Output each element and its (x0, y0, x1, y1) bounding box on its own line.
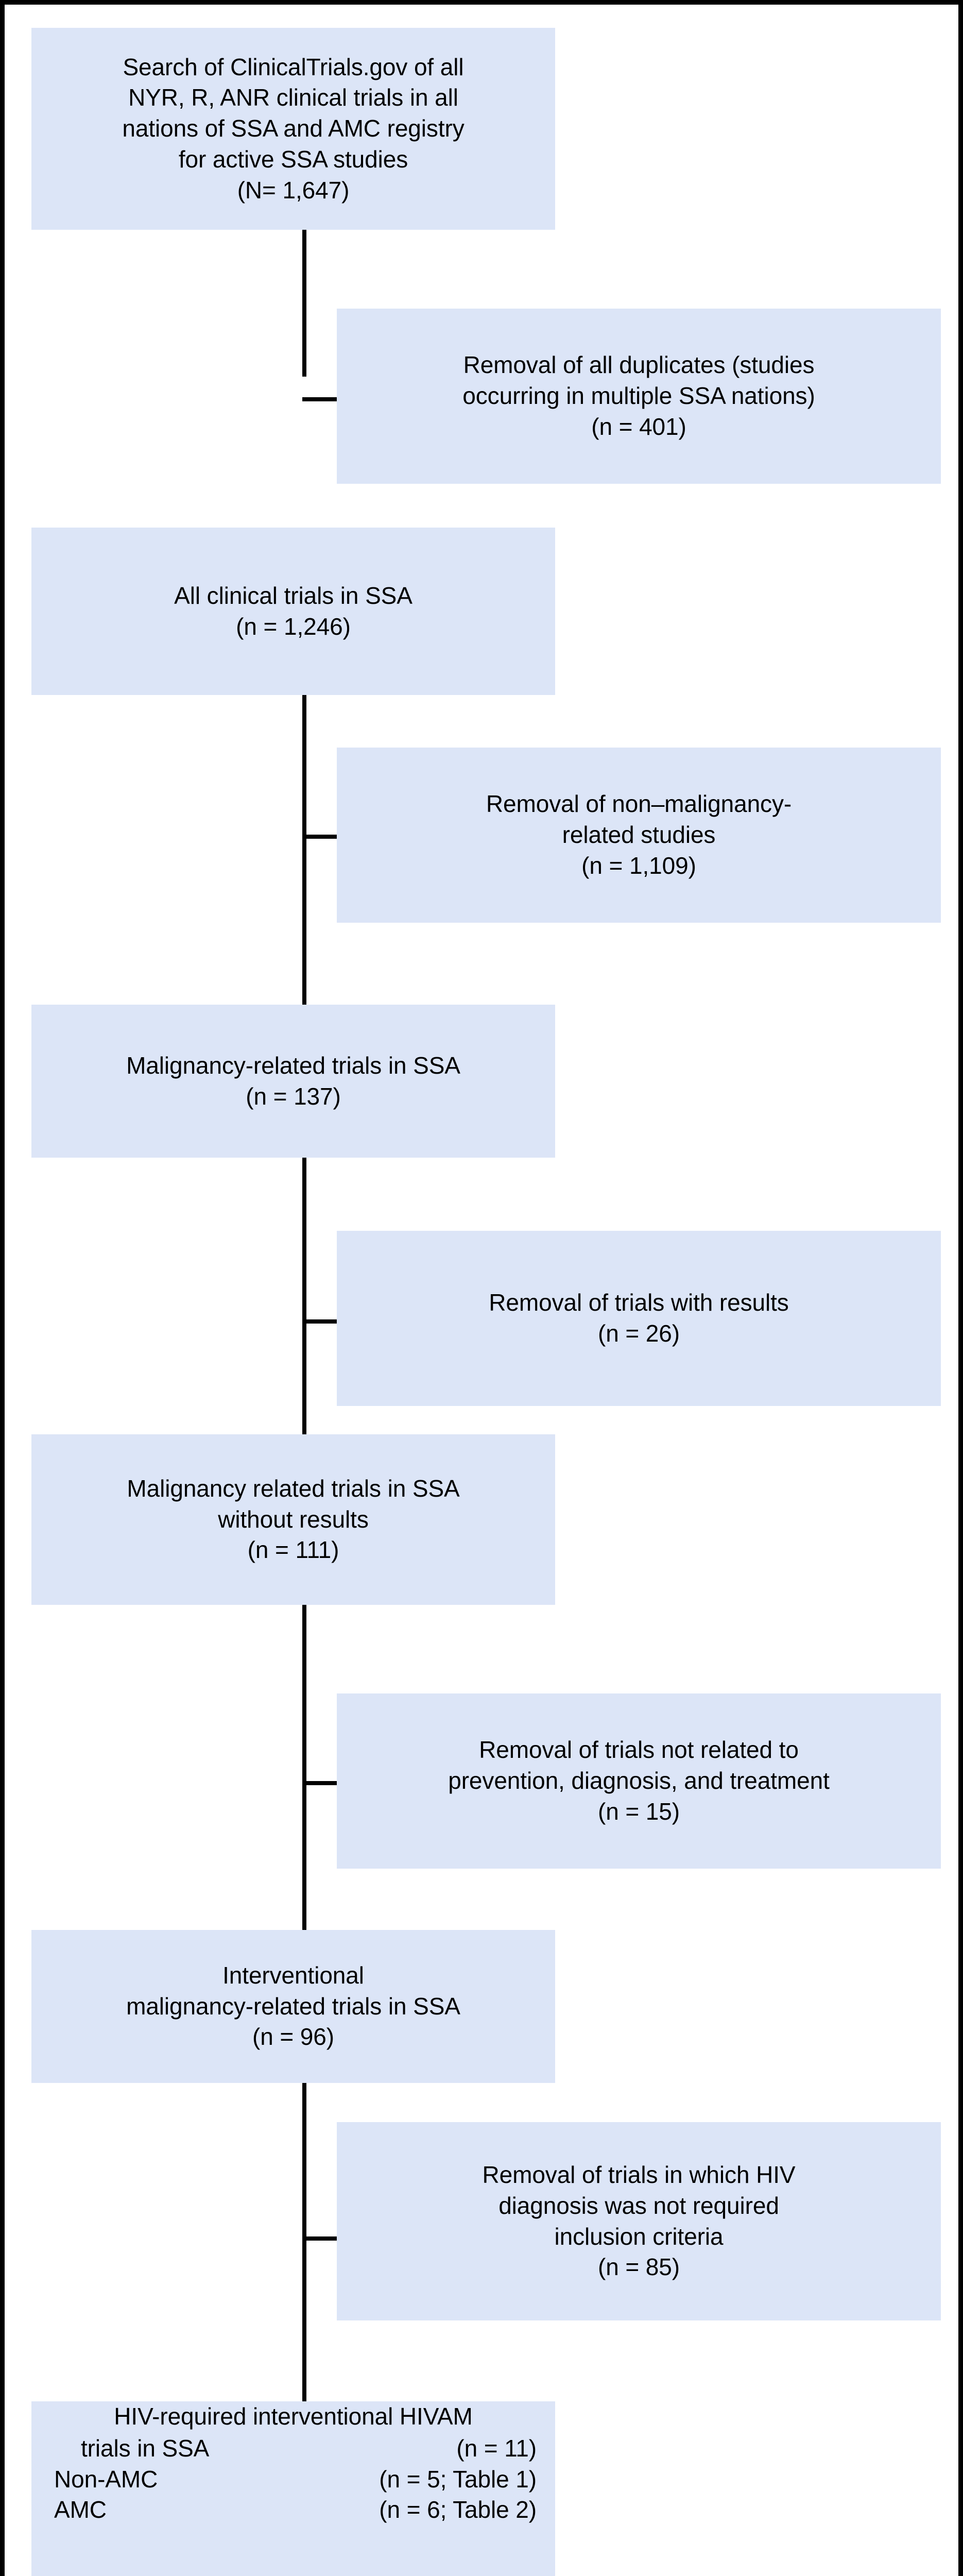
connector-no-results-to-interventional (302, 1605, 306, 1933)
node-removal-nonmalignancy-line-1: Removal of non–malignancy- (486, 790, 792, 818)
node-interventional-line-2: malignancy-related trials in SSA (126, 1992, 460, 2020)
node-removal-not-pdt-line-1: Removal of trials not related to (479, 1736, 799, 1764)
node-removal-duplicates: Removal of all duplicates (studies occur… (337, 309, 941, 484)
node-interventional-count: (n = 96) (252, 2023, 334, 2050)
node-malignancy-trials-line-1: Malignancy-related trials in SSA (126, 1052, 460, 1079)
node-final-row-trials-value: (n = 11) (456, 2434, 537, 2462)
connector-branch-removal-hiv (302, 2236, 338, 2241)
node-final-row-trials: trials in SSA (n = 11) (31, 2433, 555, 2464)
connector-branch-removal-with-results (302, 1319, 338, 1324)
node-all-trials-line-1: All clinical trials in SSA (174, 582, 412, 609)
node-search-line-2: NYR, R, ANR clinical trials in all (128, 84, 458, 111)
connector-search-to-all-trials (302, 229, 306, 377)
node-final-row-amc-value: (n = 6; Table 2) (379, 2496, 537, 2523)
node-final-rows: trials in SSA (n = 11) Non-AMC (n = 5; T… (31, 2433, 555, 2526)
node-removal-not-pdt-line-2: prevention, diagnosis, and treatment (448, 1767, 830, 1794)
node-removal-with-results: Removal of trials with results (n = 26) (337, 1231, 941, 1406)
node-malignancy-trials: Malignancy-related trials in SSA (n = 13… (31, 1005, 555, 1158)
node-removal-hiv-line-2: diagnosis was not required (498, 2192, 779, 2219)
node-removal-duplicates-count: (n = 401) (591, 413, 686, 440)
node-final-row-nonamc: Non-AMC (n = 5; Table 1) (31, 2464, 555, 2495)
node-final-row-trials-label: trials in SSA (81, 2434, 210, 2462)
node-final-headline: HIV-required interventional HIVAM (114, 2403, 473, 2430)
node-final-row-nonamc-label: Non-AMC (54, 2465, 158, 2493)
node-malignancy-no-results-line-2: without results (218, 1505, 369, 1533)
node-malignancy-no-results: Malignancy related trials in SSA without… (31, 1434, 555, 1605)
node-removal-hiv-line-1: Removal of trials in which HIV (482, 2161, 796, 2188)
node-search: Search of ClinicalTrials.gov of all NYR,… (31, 28, 555, 230)
node-removal-not-pdt: Removal of trials not related to prevent… (337, 1693, 941, 1869)
node-final-row-amc: AMC (n = 6; Table 2) (31, 2495, 555, 2526)
node-search-line-4: for active SSA studies (178, 145, 408, 173)
node-removal-hiv-line-3: inclusion criteria (554, 2223, 724, 2250)
node-removal-duplicates-line-1: Removal of all duplicates (studies (463, 351, 815, 379)
node-interventional-line-1: Interventional (222, 1961, 364, 1989)
node-removal-duplicates-line-2: occurring in multiple SSA nations) (462, 382, 815, 410)
node-removal-nonmalignancy-count: (n = 1,109) (581, 852, 696, 879)
connector-branch-removal-duplicates (302, 397, 338, 401)
node-search-count: (N= 1,647) (237, 176, 350, 204)
node-search-line-1: Search of ClinicalTrials.gov of all (123, 53, 464, 80)
connector-all-trials-to-malignancy (302, 694, 306, 1007)
node-all-trials-count: (n = 1,246) (236, 613, 351, 640)
connector-interventional-to-final (302, 2083, 306, 2404)
node-final-row-nonamc-value: (n = 5; Table 1) (379, 2465, 537, 2493)
node-removal-not-pdt-count: (n = 15) (597, 1798, 680, 1825)
node-final-row-amc-label: AMC (54, 2496, 107, 2523)
node-removal-nonmalignancy: Removal of non–malignancy- related studi… (337, 748, 941, 923)
node-interventional: Interventional malignancy-related trials… (31, 1930, 555, 2083)
node-removal-with-results-count: (n = 26) (597, 1320, 680, 1347)
node-malignancy-no-results-count: (n = 111) (247, 1536, 339, 1564)
node-removal-hiv-count: (n = 85) (597, 2253, 680, 2281)
node-removal-nonmalignancy-line-2: related studies (562, 821, 716, 849)
node-all-trials: All clinical trials in SSA (n = 1,246) (31, 528, 555, 695)
node-final-summary: HIV-required interventional HIVAM trials… (31, 2401, 555, 2576)
node-removal-with-results-line-1: Removal of trials with results (489, 1289, 789, 1316)
flow-diagram-canvas: Search of ClinicalTrials.gov of all NYR,… (5, 5, 958, 2576)
connector-branch-removal-not-pdt (302, 1781, 338, 1785)
connector-branch-removal-nonmalignancy (302, 835, 338, 839)
node-removal-hiv-not-required: Removal of trials in which HIV diagnosis… (337, 2122, 941, 2320)
node-malignancy-no-results-line-1: Malignancy related trials in SSA (127, 1475, 460, 1502)
connector-malignancy-to-no-results (302, 1156, 306, 1465)
node-search-line-3: nations of SSA and AMC registry (122, 115, 465, 142)
node-malignancy-trials-count: (n = 137) (246, 1082, 341, 1110)
